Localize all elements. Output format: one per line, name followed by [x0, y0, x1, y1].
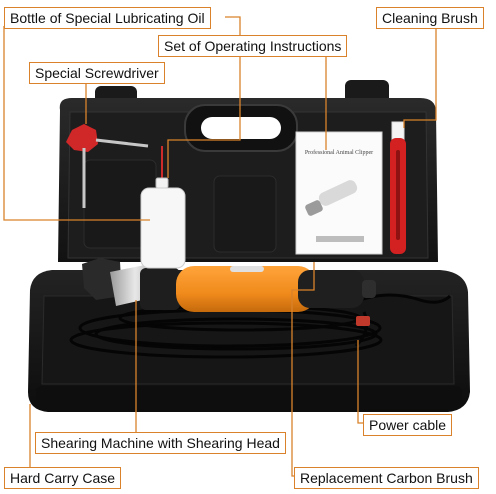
- callout-manual: Set of Operating Instructions: [158, 35, 348, 57]
- manual-title: Professional Animal Clipper: [305, 149, 373, 156]
- screwdriver: [66, 124, 149, 208]
- shearing-machine: [82, 258, 376, 312]
- callout-screwdriver: Special Screwdriver: [29, 62, 165, 84]
- case-base: [28, 270, 470, 412]
- callout-power-cable: Power cable: [363, 414, 453, 436]
- cleaning-brush: [390, 121, 406, 254]
- callout-case: Hard Carry Case: [4, 467, 122, 489]
- callout-cleaning-brush: Cleaning Brush: [376, 7, 484, 29]
- carbon-brush-pack: [356, 316, 370, 326]
- leader-lines: [3, 16, 437, 477]
- callout-oil: Bottle of Special Lubricating Oil: [4, 7, 211, 29]
- oil-bottle: [140, 146, 186, 269]
- instruction-manual: Professional Animal Clipper: [295, 131, 383, 255]
- callout-shearing-machine: Shearing Machine with Shearing Head: [35, 432, 286, 454]
- callout-carbon-brush: Replacement Carbon Brush: [294, 467, 479, 489]
